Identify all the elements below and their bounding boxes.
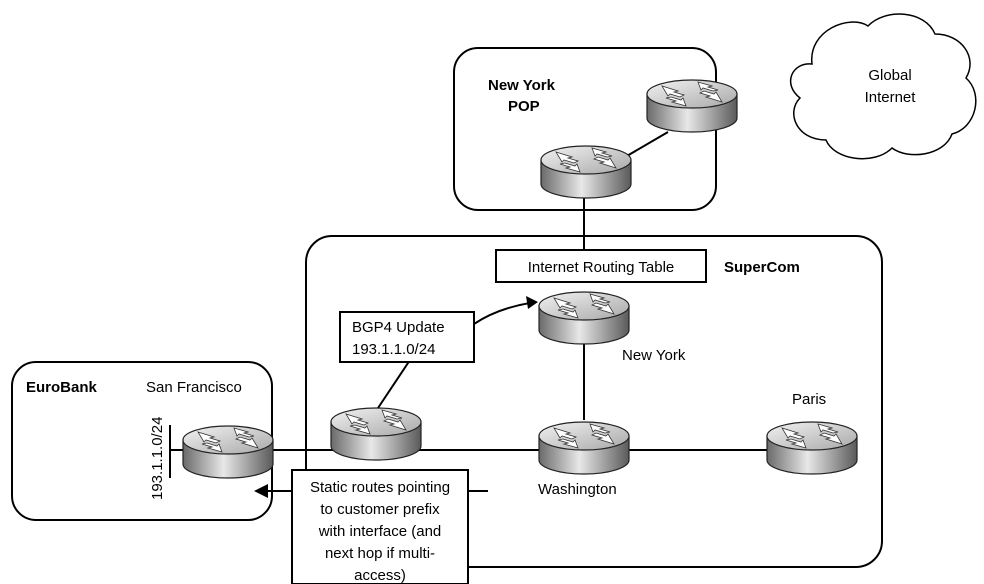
supercom-label: SuperCom (724, 259, 800, 276)
customer-prefix-label: 193.1.1.0/24 (149, 417, 166, 500)
global-internet-cloud (789, 13, 977, 160)
static-note-line2: to customer prefix (320, 501, 440, 518)
link-bgp-callout (377, 359, 411, 409)
global-internet-label-line1: Global (868, 67, 911, 84)
router-paris (766, 421, 858, 475)
static-note-line4: next hop if multi- (325, 545, 435, 562)
routing-table-label: Internet Routing Table (528, 259, 675, 276)
router-supercom-edge (330, 407, 422, 461)
router-pop-upper (646, 79, 738, 133)
global-internet-label-line2: Internet (865, 89, 917, 106)
paris-label: Paris (792, 391, 826, 408)
new-york-pop-label-line2: POP (508, 98, 540, 115)
bgp-update-arrowhead (526, 296, 538, 309)
bgp-update-box (339, 311, 475, 363)
eurobank-label: EuroBank (26, 379, 98, 396)
washington-label: Washington (538, 481, 617, 498)
new-york-router-label: New York (622, 347, 686, 364)
static-route-arrowhead (254, 484, 268, 498)
new-york-pop-label-line1: New York (488, 77, 556, 94)
static-note-line1: Static routes pointing (310, 479, 450, 496)
router-pop-lower (540, 145, 632, 199)
router-san-francisco (182, 425, 274, 479)
routing-table-box (495, 249, 707, 283)
static-routes-note-box (291, 469, 469, 584)
static-note-line3: with interface (and (318, 523, 442, 540)
static-note-line5: access) (354, 567, 406, 584)
san-francisco-label: San Francisco (146, 379, 242, 396)
router-washington (538, 421, 630, 475)
bgp-update-line1: BGP4 Update (352, 319, 445, 336)
bgp-update-arrow (473, 302, 531, 325)
bgp-update-line2: 193.1.1.0/24 (352, 341, 435, 358)
router-new-york (538, 291, 630, 345)
